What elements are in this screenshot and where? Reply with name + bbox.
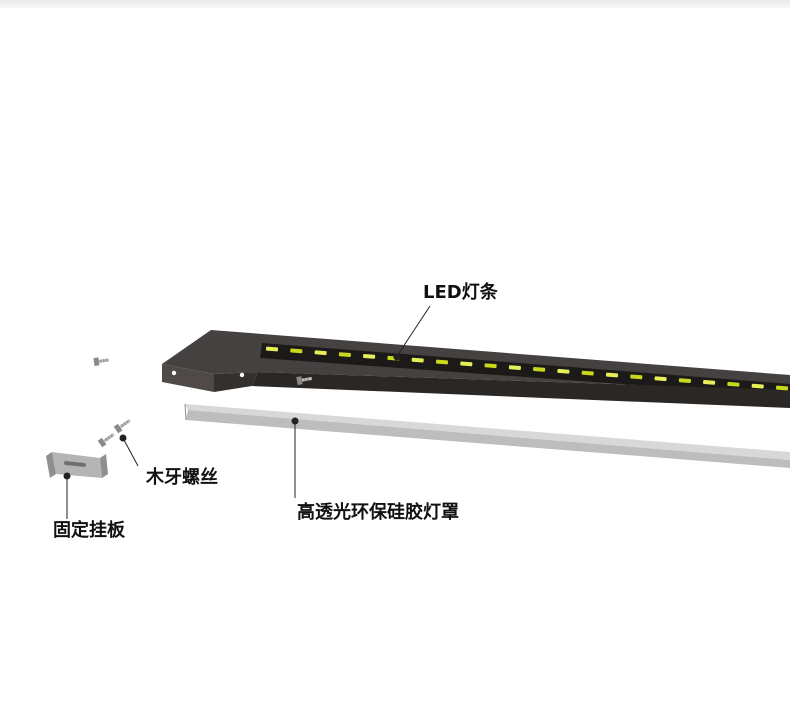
screw-icon	[97, 433, 115, 448]
end-hole-icon	[239, 372, 245, 378]
leader-bracket	[63, 472, 71, 519]
cover-edge	[184, 403, 187, 421]
cover-top-face	[185, 404, 790, 460]
top-border	[0, 0, 790, 8]
housing-front-side	[252, 372, 790, 408]
leader-led	[393, 305, 431, 361]
cover-front-face	[186, 410, 790, 468]
led-chip-icon	[314, 350, 327, 356]
housing-end-side	[214, 372, 258, 392]
housing-end-face	[162, 364, 214, 392]
label-mounting-plate: 固定挂板	[53, 520, 125, 541]
aluminum-housing	[162, 330, 790, 408]
led-chip-icon	[605, 372, 619, 378]
led-chip-icon	[290, 348, 303, 354]
leader-screw	[119, 434, 139, 467]
label-silicone-cover: 高透光环保硅胶灯罩	[297, 502, 459, 523]
led-chip-icon	[484, 363, 497, 369]
led-chip-icon	[557, 368, 570, 374]
end-hole-icon	[171, 370, 177, 376]
led-chip-icon	[508, 365, 521, 370]
bracket-left-tab	[46, 452, 56, 478]
led-chip-icon	[338, 352, 351, 357]
label-wood-screw: 木牙螺丝	[146, 467, 218, 488]
screw-icon	[93, 357, 110, 366]
led-chip-icon	[654, 376, 667, 382]
bracket-slot	[64, 461, 86, 467]
led-chip-icon	[581, 370, 594, 376]
led-chip-icon	[751, 383, 764, 389]
label-led-strip: LED灯条	[423, 282, 498, 303]
led-chip-icon	[435, 359, 449, 365]
led-chip-icon	[775, 385, 789, 391]
screw-icon	[113, 419, 131, 434]
led-chip-icon	[630, 374, 643, 380]
screw-icon	[296, 376, 313, 385]
bracket-right-tab	[100, 454, 108, 478]
led-chip-icon	[727, 381, 740, 387]
led-chip-icon	[460, 361, 473, 367]
led-chip-icon	[265, 346, 279, 352]
leader-cover	[291, 417, 299, 498]
led-chip-icon	[411, 357, 424, 363]
led-chip-icon	[363, 354, 376, 359]
led-chip-icon	[533, 367, 546, 372]
silicone-cover	[184, 403, 790, 468]
led-chip-icon	[703, 380, 716, 385]
mounting-bracket-icon	[46, 452, 108, 478]
led-chip-icon	[678, 378, 691, 383]
